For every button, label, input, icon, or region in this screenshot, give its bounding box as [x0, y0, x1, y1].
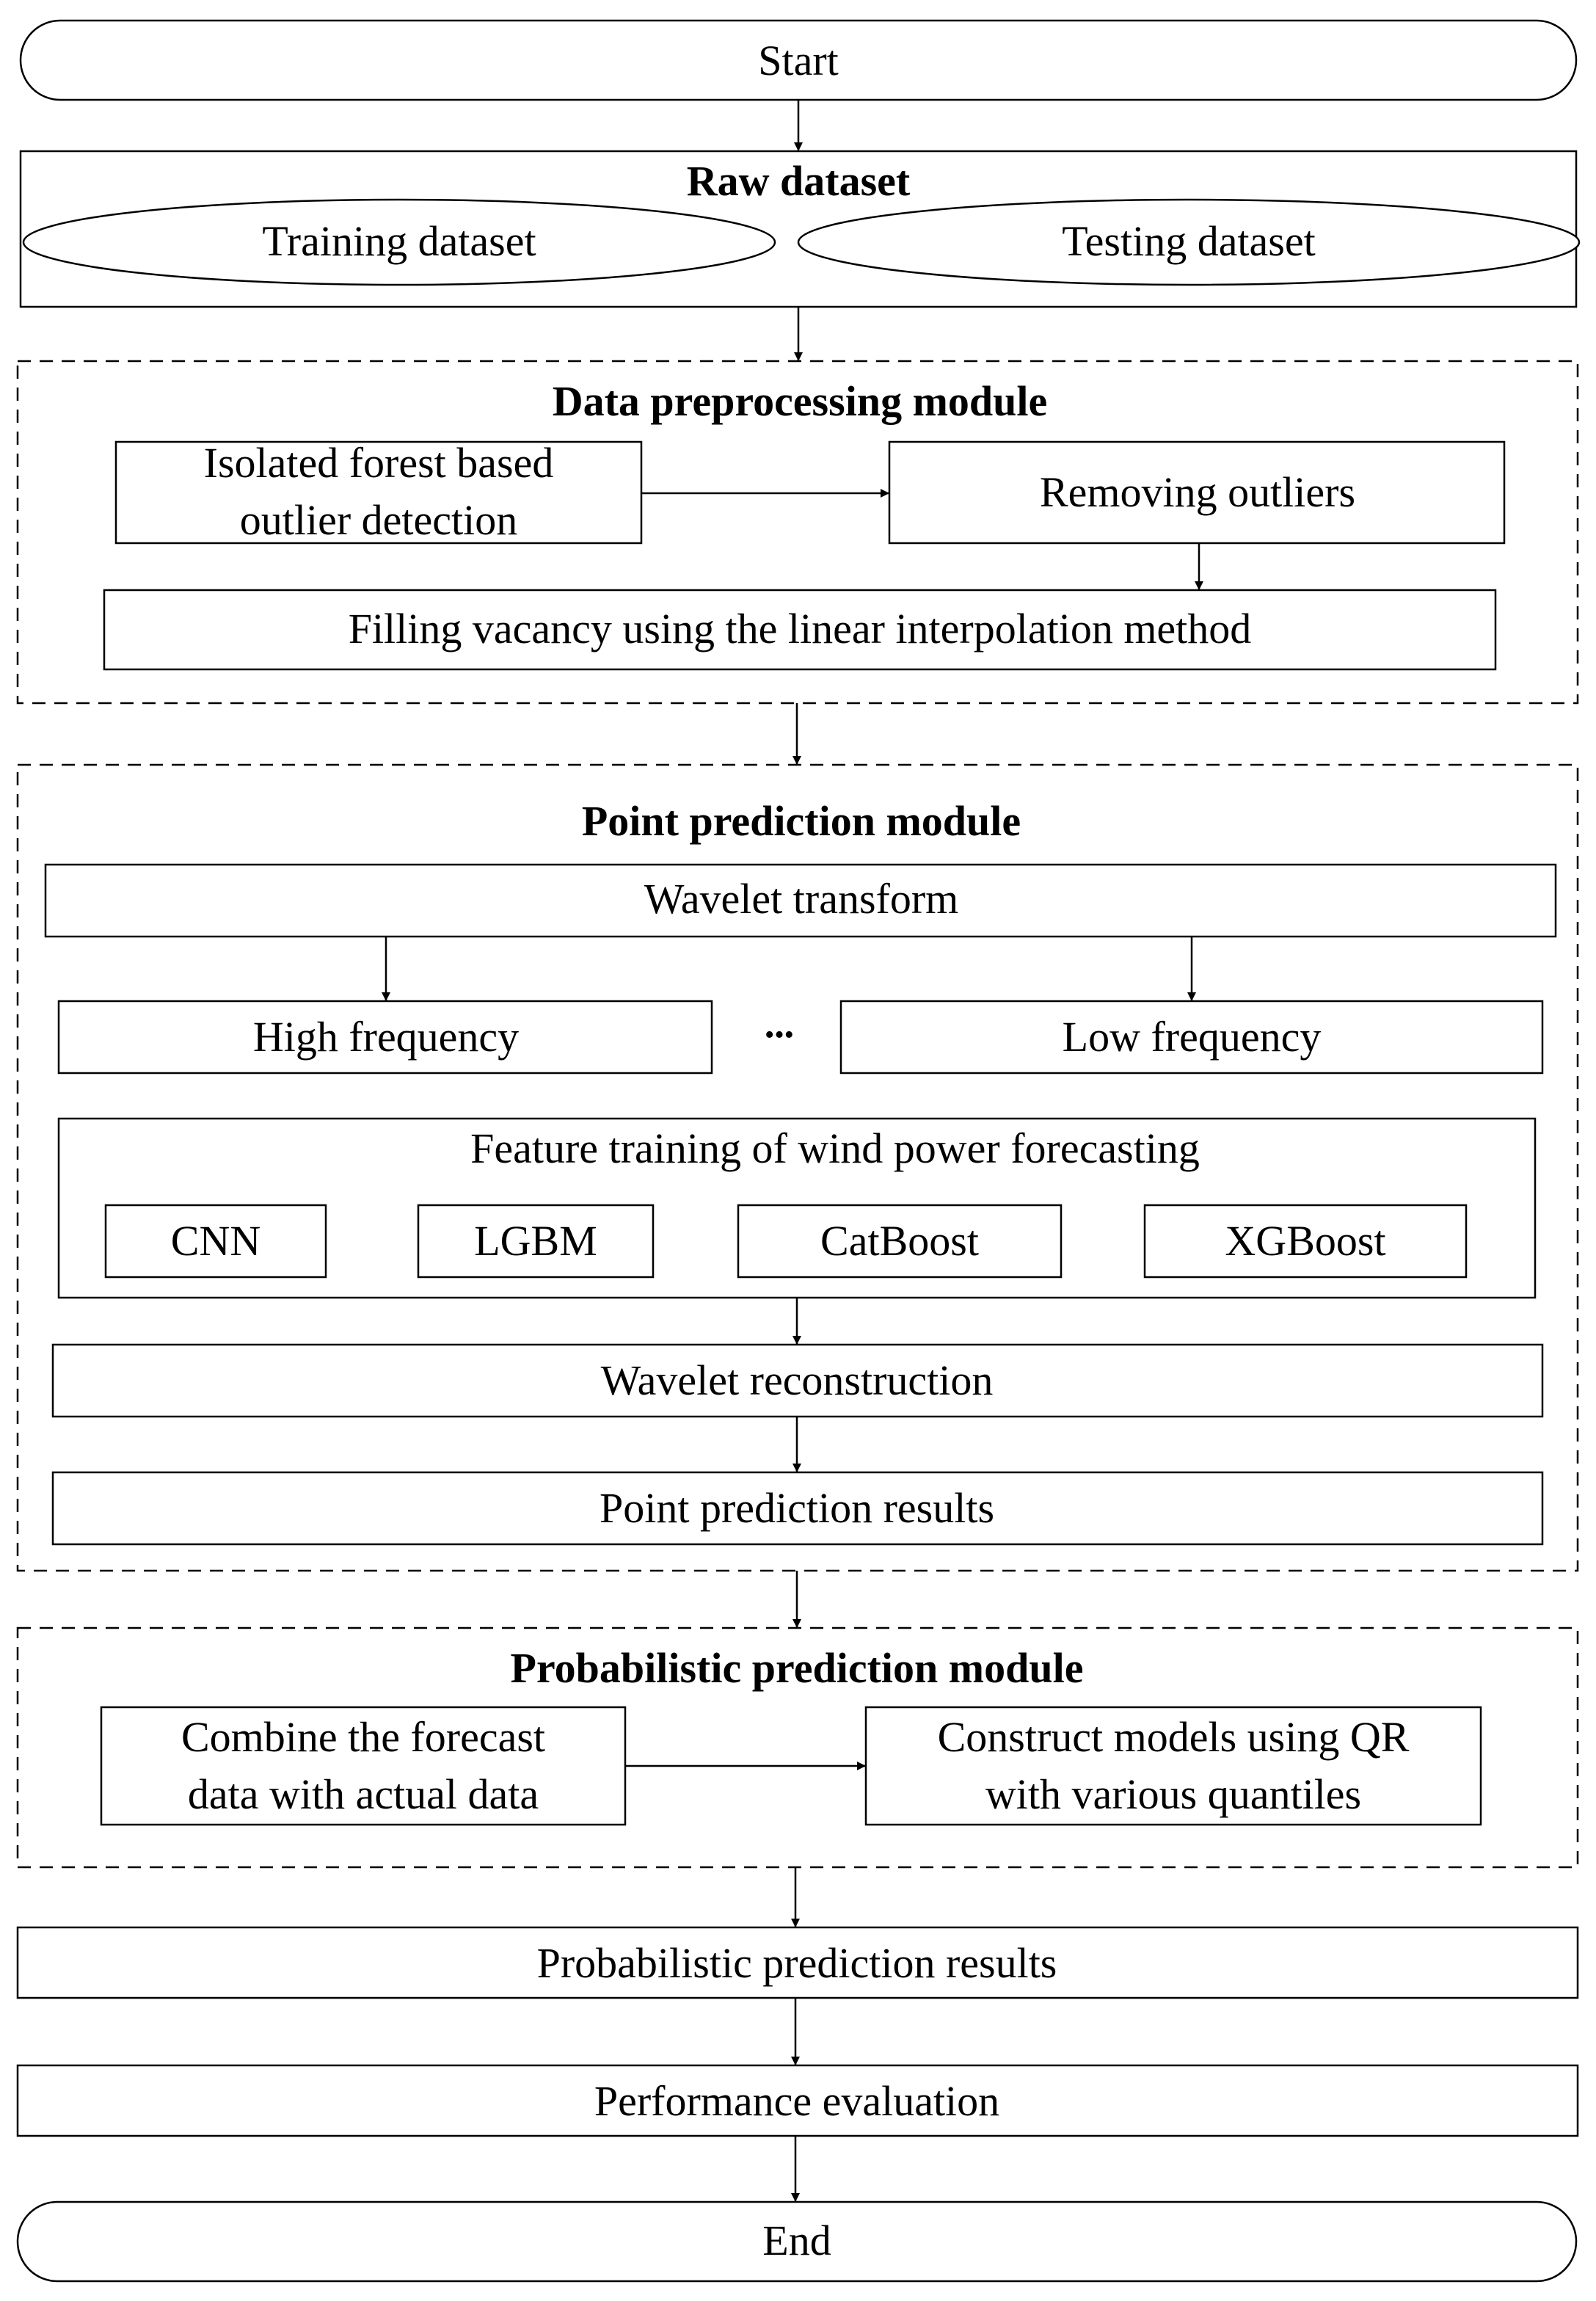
model-box-catboost [737, 1204, 1063, 1279]
filling-vacancy-label: Filling vacancy using the linear interpo… [349, 605, 1252, 653]
point-results-box [51, 1471, 1544, 1546]
combine-data-line2: data with actual data [188, 1770, 539, 1818]
evaluation-box [16, 2064, 1579, 2137]
point-module-title: Point prediction module [582, 797, 1021, 845]
model-box-lgbm [417, 1204, 655, 1279]
point-module-frame [16, 763, 1579, 1572]
isolated-forest-line1: Isolated forest based [204, 439, 554, 487]
preprocessing-module-frame [16, 360, 1579, 705]
model-box-xgboost [1143, 1204, 1468, 1279]
isolated-forest-line2: outlier detection [240, 496, 517, 544]
feature-training-label: Feature training of wind power forecasti… [470, 1124, 1200, 1172]
end-terminal [16, 2200, 1578, 2283]
removing-outliers-box [888, 440, 1506, 545]
evaluation-label: Performance evaluation [594, 2077, 999, 2125]
start-label: Start [758, 37, 839, 84]
raw-dataset-title: Raw dataset [687, 157, 911, 205]
testing-dataset-label: Testing dataset [1062, 217, 1315, 265]
probabilistic-module-frame [16, 1626, 1579, 1869]
low-frequency-label: Low frequency [1063, 1013, 1322, 1061]
filling-vacancy-box [103, 589, 1497, 671]
wavelet-transform-box [44, 863, 1557, 938]
removing-outliers-label: Removing outliers [1040, 468, 1355, 516]
isolated-forest-box [114, 440, 643, 545]
high-frequency-box [57, 1000, 713, 1075]
prob-results-label: Probabilistic prediction results [537, 1939, 1057, 1987]
combine-data-box [100, 1706, 627, 1826]
construct-models-line1: Construct models using QR [938, 1713, 1410, 1761]
prob-results-box [16, 1926, 1579, 1999]
combine-data-line1: Combine the forecast [181, 1713, 545, 1761]
end-label: End [762, 2217, 831, 2264]
wavelet-reconstruction-label: Wavelet reconstruction [601, 1356, 994, 1404]
low-frequency-box [839, 1000, 1544, 1075]
construct-models-line2: with various quantiles [985, 1770, 1361, 1818]
training-dataset-label: Training dataset [262, 217, 536, 265]
model-box-cnn [104, 1204, 327, 1279]
model-label-lgbm: LGBM [474, 1217, 597, 1265]
point-results-label: Point prediction results [600, 1484, 994, 1532]
model-label-xgboost: XGBoost [1225, 1217, 1385, 1265]
construct-models-box [864, 1706, 1482, 1826]
model-label-catboost: CatBoost [820, 1217, 979, 1265]
testing-dataset-ellipse [797, 198, 1581, 286]
model-label-cnn: CNN [171, 1217, 260, 1265]
ellipsis-label: ••• [765, 1019, 794, 1050]
wavelet-transform-label: Wavelet transform [644, 875, 959, 923]
probabilistic-module-title: Probabilistic prediction module [511, 1644, 1084, 1692]
high-frequency-label: High frequency [253, 1013, 519, 1061]
preprocessing-module-title: Data preprocessing module [553, 377, 1048, 425]
training-dataset-ellipse [22, 198, 776, 286]
